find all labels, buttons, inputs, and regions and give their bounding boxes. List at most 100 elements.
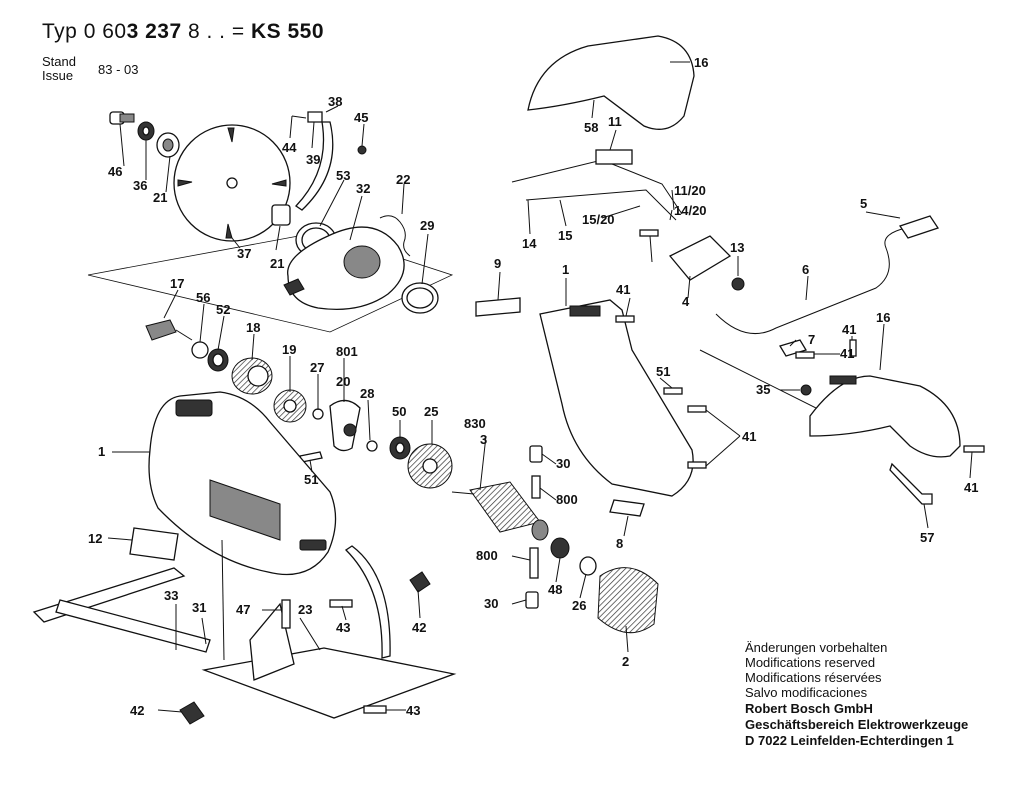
label-37: 37 bbox=[237, 246, 251, 261]
leader-lines bbox=[107, 61, 973, 713]
scale-bar-icon bbox=[55, 599, 211, 653]
label-33: 33 bbox=[164, 588, 178, 603]
label-38: 38 bbox=[328, 94, 342, 109]
label-8: 8 bbox=[616, 536, 623, 551]
label-6: 6 bbox=[802, 262, 809, 277]
company-name: Robert Bosch GmbH bbox=[745, 701, 873, 716]
label-30a: 30 bbox=[556, 456, 570, 471]
label-36: 36 bbox=[133, 178, 147, 193]
label-5: 5 bbox=[860, 196, 867, 211]
note-en: Modifications reserved bbox=[745, 655, 876, 670]
label-26: 26 bbox=[572, 598, 586, 613]
screw-51b-icon bbox=[663, 387, 683, 395]
screw-41b-icon bbox=[687, 405, 707, 413]
nut-35-icon bbox=[800, 384, 812, 396]
nut-45-icon bbox=[357, 145, 367, 155]
flange-21b-icon bbox=[271, 204, 291, 226]
label-20: 20 bbox=[336, 374, 350, 389]
label-9: 9 bbox=[494, 256, 501, 271]
label-14-20: 14/20 bbox=[674, 203, 707, 218]
issue-label: Issue bbox=[42, 68, 74, 83]
gear-train-group bbox=[145, 319, 453, 489]
screw-41d-icon bbox=[849, 339, 857, 357]
typ-number-part-2: 3 237 bbox=[126, 20, 182, 43]
label-31: 31 bbox=[192, 600, 206, 615]
handle-housing-16a-icon bbox=[527, 35, 695, 130]
label-3: 3 bbox=[480, 432, 487, 447]
typ-number-part-1: 0 60 bbox=[83, 20, 127, 43]
bearing-28-icon bbox=[366, 440, 378, 452]
angle-bracket-icon bbox=[344, 545, 391, 659]
screw-41f-icon bbox=[963, 445, 985, 453]
label-22: 22 bbox=[396, 172, 410, 187]
bearing-48-icon bbox=[550, 537, 570, 559]
washer-56-icon bbox=[191, 341, 209, 359]
assembly-plane-outline bbox=[87, 231, 454, 333]
label-50: 50 bbox=[392, 404, 406, 419]
label-21b: 21 bbox=[270, 256, 284, 271]
label-13: 13 bbox=[730, 240, 744, 255]
note-fr: Modifications réservées bbox=[745, 670, 882, 685]
label-12-icon bbox=[129, 527, 179, 561]
screw-43b-icon bbox=[363, 705, 387, 714]
label-41b: 41 bbox=[742, 429, 756, 444]
label-43b: 43 bbox=[406, 703, 420, 718]
label-43a: 43 bbox=[336, 620, 350, 635]
label-12: 12 bbox=[88, 531, 102, 546]
label-41d: 41 bbox=[840, 346, 854, 361]
screw-43a-icon bbox=[329, 599, 353, 608]
label-57: 57 bbox=[920, 530, 934, 545]
label-17: 17 bbox=[170, 276, 184, 291]
knob-42b-icon bbox=[179, 701, 205, 725]
pin-27-icon bbox=[312, 408, 324, 420]
label-4: 4 bbox=[682, 294, 690, 309]
screw-41e-icon bbox=[795, 351, 815, 359]
label-801: 801 bbox=[336, 344, 358, 359]
handle-housing-16b-icon bbox=[809, 375, 961, 458]
label-16a: 16 bbox=[694, 55, 708, 70]
switch-4-icon bbox=[668, 235, 732, 281]
saw-blade-icon bbox=[173, 124, 291, 242]
label-28: 28 bbox=[360, 386, 374, 401]
part-labels: 46 36 21 37 21 44 39 38 45 53 32 22 29 1… bbox=[88, 55, 978, 718]
label-9-icon bbox=[475, 297, 521, 317]
label-14: 14 bbox=[522, 236, 537, 251]
screw-41c-icon bbox=[687, 461, 707, 469]
knob-42a-icon bbox=[409, 571, 431, 593]
label-25: 25 bbox=[424, 404, 438, 419]
label-46: 46 bbox=[108, 164, 122, 179]
typ-number-part-3: 8 . . bbox=[181, 20, 226, 43]
spring-22-icon bbox=[379, 215, 411, 257]
label-1a: 1 bbox=[98, 444, 105, 459]
hex-key-57-icon bbox=[889, 462, 933, 505]
label-21a: 21 bbox=[153, 190, 167, 205]
screw-46-icon bbox=[109, 111, 135, 125]
brush-holder-30a-icon bbox=[529, 445, 543, 463]
power-cord-6-icon bbox=[715, 227, 907, 335]
label-8-icon bbox=[609, 499, 645, 517]
label-29: 29 bbox=[420, 218, 434, 233]
label-41a: 41 bbox=[616, 282, 630, 297]
label-52: 52 bbox=[216, 302, 230, 317]
label-58: 58 bbox=[584, 120, 598, 135]
label-45: 45 bbox=[354, 110, 368, 125]
label-53: 53 bbox=[336, 168, 350, 183]
issue-value: 83 - 03 bbox=[98, 62, 139, 77]
label-39: 39 bbox=[306, 152, 320, 167]
label-51a: 51 bbox=[304, 472, 318, 487]
screw-47-icon bbox=[281, 599, 291, 629]
label-30b: 30 bbox=[484, 596, 498, 611]
label-41c: 41 bbox=[842, 322, 856, 337]
riving-knife-icon bbox=[294, 121, 334, 211]
label-2: 2 bbox=[622, 654, 629, 669]
blade-guard-group bbox=[87, 111, 454, 333]
label-800a: 800 bbox=[556, 492, 578, 507]
type-number-title: Typ 0 603 237 8 . . = KS 550 bbox=[42, 20, 324, 44]
nut-13-icon bbox=[731, 277, 745, 291]
note-de: Änderungen vorbehalten bbox=[745, 640, 888, 655]
typ-prefix: Typ bbox=[42, 20, 78, 43]
motor-housing-group bbox=[32, 391, 457, 725]
label-42b: 42 bbox=[130, 703, 144, 718]
